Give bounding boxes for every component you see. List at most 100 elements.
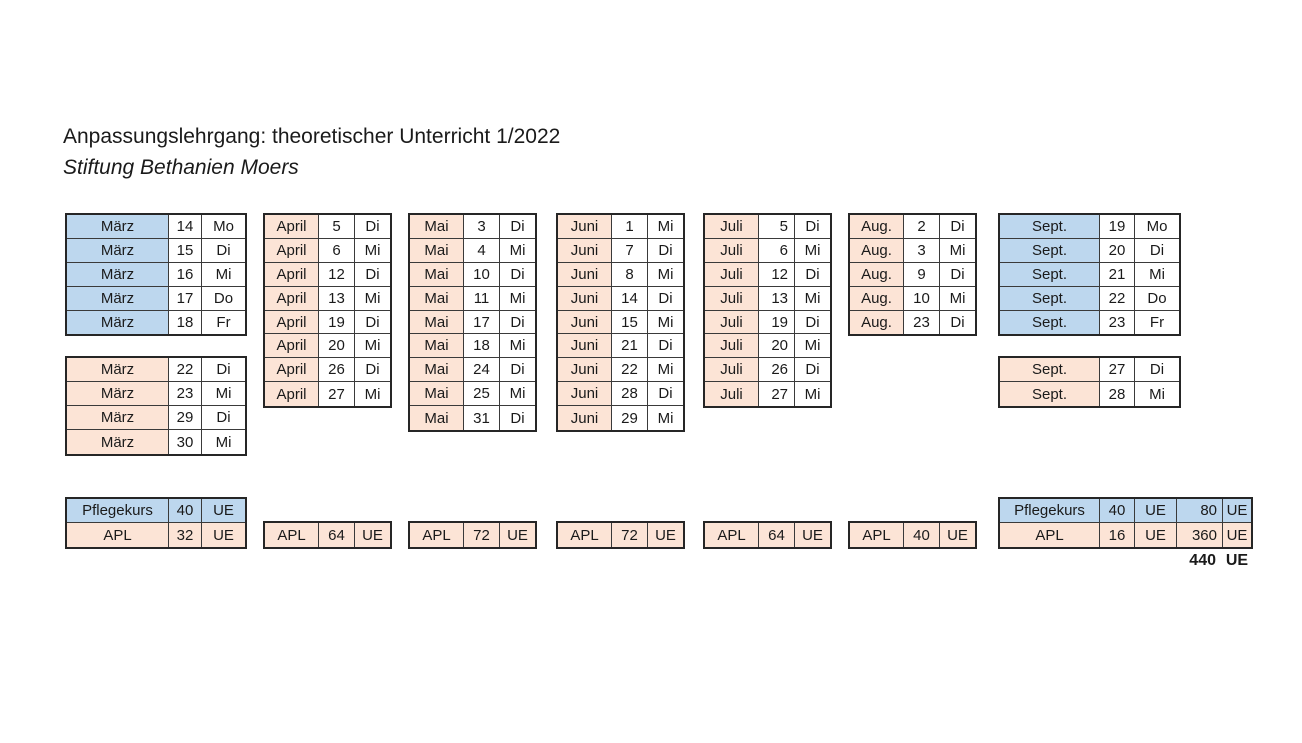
course-label-cell: APL [558,523,612,547]
weekday-cell: Mi [657,361,674,379]
month-cell: März [67,382,169,406]
weekday-cell: Di [950,314,965,331]
weekday-cell: Fr [216,314,231,331]
hours-cell: 32 [169,523,202,547]
date-cell: 30 [169,430,202,454]
date-cell: 19 [1100,215,1135,238]
month-cell: Juli [705,238,759,262]
month-cell: Juli [705,334,759,358]
date-cell: 29 [612,406,648,431]
date-cell: 18 [169,310,202,335]
weekday-cell: Di [950,265,965,283]
date-cell: 19 [319,310,355,334]
weekday-cell: Mi [657,265,674,283]
weekday-cell: Mi [215,385,232,403]
month-cell: Juni [558,286,612,310]
course-label-cell: APL [705,523,759,547]
month-cell: Mai [410,358,464,382]
weekday-cell: Di [805,217,820,235]
month-cell: Mai [410,406,464,431]
weekday-cell: Mi [804,337,821,355]
weekday-cell: Mi [657,217,674,235]
date-cell: 6 [319,238,355,262]
date-cell: 18 [464,334,500,358]
date-cell: 28 [1100,382,1135,407]
month-cell: Mai [410,334,464,358]
month-cell: April [265,238,319,262]
date-cell: 15 [612,310,648,334]
month-cell: Juni [558,262,612,286]
weekday-cell: Di [216,241,231,259]
month-cell: Juni [558,358,612,382]
date-cell: 20 [759,334,795,358]
date-cell: 3 [464,215,500,238]
date-cell: 8 [612,262,648,286]
date-cell: 10 [904,286,940,310]
date-cell: 19 [759,310,795,334]
unit-cell: UE [940,523,975,547]
date-cell: 13 [319,286,355,310]
weekday-cell: Mi [657,313,674,331]
month-cell: Juli [705,215,759,238]
month-cell: Juni [558,238,612,262]
month-cell: Juni [558,406,612,431]
hours-cell: 40 [1100,499,1135,522]
total-value: 440 [1189,552,1216,569]
weekday-cell: Mi [364,289,381,307]
page-title: Anpassungslehrgang: theoretischer Unterr… [63,125,561,148]
date-cell: 23 [904,310,940,335]
weekday-cell: Di [1149,361,1165,379]
date-cell: 26 [759,358,795,382]
date-cell: 16 [169,262,202,286]
date-cell: 22 [612,358,648,382]
month-cell: Mai [410,310,464,334]
subtotal-hours-cell: 360 [1177,523,1223,547]
date-cell: 10 [464,262,500,286]
weekday-cell: Di [805,313,820,331]
month-cell: Juli [705,358,759,382]
hours-cell: 40 [169,499,202,522]
weekday-cell: Mi [364,385,381,403]
weekday-cell: Mi [364,337,381,355]
course-label-cell: APL [265,523,319,547]
month-cell: Sept. [1000,358,1100,382]
month-cell: März [67,286,169,310]
weekday-cell: Mo [1146,217,1168,235]
date-cell: 24 [464,358,500,382]
course-label-cell: Pflegekurs [1000,499,1100,522]
weekday-cell: Di [805,265,820,283]
course-label-cell: APL [410,523,464,547]
total-unit: UE [1225,552,1249,569]
unit-cell: UE [202,523,245,547]
date-cell: 22 [1100,286,1135,310]
date-cell: 28 [612,382,648,406]
subtotal-hours-cell: 80 [1177,499,1223,522]
course-label-cell: APL [850,523,904,547]
